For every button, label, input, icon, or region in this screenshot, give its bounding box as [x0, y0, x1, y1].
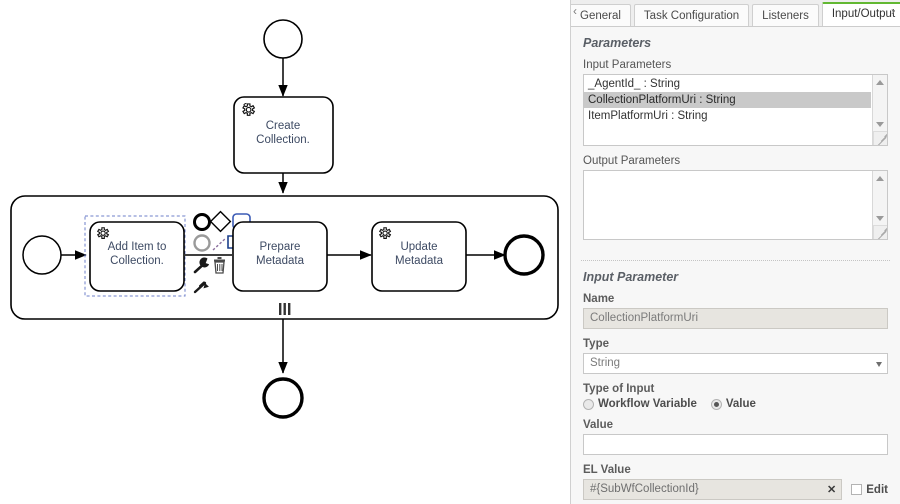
input-parameters-scrollbar[interactable] — [872, 75, 887, 145]
output-parameters-list — [584, 171, 871, 239]
edit-checkbox[interactable] — [851, 484, 863, 495]
task-label: Metadata — [256, 255, 305, 267]
parameters-section: Parameters Input Parameters _AgentId_ : … — [571, 27, 900, 253]
tab-task-configuration[interactable]: Task Configuration — [633, 4, 750, 26]
task-prepare-metadata[interactable]: Prepare Metadata — [232, 221, 328, 292]
task-label: Metadata — [395, 255, 444, 267]
value-label: Value — [583, 419, 614, 431]
radio-button-icon[interactable] — [583, 398, 594, 410]
start-event[interactable] — [263, 19, 303, 59]
resize-grip-icon[interactable] — [873, 131, 887, 145]
name-field[interactable] — [583, 308, 888, 329]
el-value-field[interactable]: #{SubWfCollectionId} ✕ — [583, 479, 843, 500]
append-gateway-icon[interactable] — [209, 210, 232, 233]
tab-scroll-right-icon[interactable]: › — [891, 4, 895, 18]
output-parameters-label: Output Parameters — [583, 155, 681, 167]
gear-icon — [242, 102, 256, 116]
task-create-collection[interactable]: Create Collection. — [233, 96, 334, 174]
task-label: Update — [400, 241, 437, 253]
type-select[interactable]: String — [583, 353, 888, 374]
bpmn-canvas[interactable]: Create Collection. — [0, 0, 570, 504]
input-parameters-list: _AgentId_ : String CollectionPlatformUri… — [584, 75, 871, 145]
tab-general[interactable]: General — [571, 4, 631, 26]
task-label: Collection. — [110, 255, 164, 267]
type-label: Type — [583, 338, 609, 350]
tab-scroll-left-icon[interactable]: ‹ — [573, 4, 577, 18]
scroll-down-icon[interactable] — [876, 216, 884, 221]
radio-label: Workflow Variable — [598, 398, 697, 410]
gear-icon — [96, 227, 110, 239]
radio-workflow-variable[interactable]: Workflow Variable — [583, 398, 697, 410]
el-value-label: EL Value — [583, 464, 631, 476]
type-of-input-radio-group: Workflow Variable Value — [583, 398, 888, 410]
el-value-text: #{SubWfCollectionId} — [590, 483, 699, 495]
properties-panel: ‹ General Task Configuration Listeners I… — [570, 0, 900, 504]
task-label: Add Item to — [108, 241, 167, 253]
task-add-item-to-collection[interactable]: Add Item to Collection. — [89, 221, 185, 292]
trash-icon[interactable] — [214, 257, 225, 274]
append-text-annotation-icon[interactable] — [193, 281, 209, 294]
radio-value[interactable]: Value — [710, 398, 756, 410]
type-select-value: String — [590, 357, 621, 369]
input-parameters-listbox[interactable]: _AgentId_ : String CollectionPlatformUri… — [583, 74, 888, 146]
input-parameter-title: Input Parameter — [583, 270, 679, 284]
name-label: Name — [583, 293, 615, 305]
task-update-metadata[interactable]: Update Metadata — [371, 221, 467, 292]
chevron-down-icon — [876, 362, 882, 367]
input-parameter-section: Input Parameter Name Type String Type of… — [571, 261, 900, 504]
value-field[interactable] — [583, 434, 888, 455]
section-divider — [581, 260, 890, 261]
task-label: Create — [266, 120, 301, 132]
clear-icon[interactable]: ✕ — [827, 484, 837, 496]
parameters-title: Parameters — [583, 36, 652, 50]
input-parameters-label: Input Parameters — [583, 59, 672, 71]
properties-tab-strip: ‹ General Task Configuration Listeners I… — [571, 0, 900, 27]
list-item[interactable]: CollectionPlatformUri : String — [584, 92, 871, 108]
list-item[interactable]: _AgentId_ : String — [588, 78, 681, 90]
scroll-down-icon[interactable] — [876, 122, 884, 127]
end-event[interactable] — [262, 377, 304, 419]
output-parameters-listbox[interactable] — [583, 170, 888, 240]
output-parameters-scrollbar[interactable] — [872, 171, 887, 239]
append-intermediate-event-icon[interactable] — [193, 234, 211, 252]
parallel-multi-instance-marker — [279, 303, 291, 315]
connect-icon[interactable] — [212, 235, 233, 251]
task-label: Prepare — [260, 241, 301, 253]
el-value-row: #{SubWfCollectionId} ✕ Edit — [583, 479, 888, 500]
tab-input-output[interactable]: Input/Output — [821, 2, 900, 26]
scroll-up-icon[interactable] — [876, 176, 884, 181]
append-end-event-icon[interactable] — [193, 213, 211, 231]
context-palette[interactable] — [193, 210, 251, 294]
subprocess-end-event[interactable] — [503, 234, 545, 276]
edit-label: Edit — [866, 483, 888, 496]
list-item[interactable]: ItemPlatformUri : String — [588, 110, 708, 122]
task-label: Collection. — [256, 134, 310, 146]
resize-grip-icon[interactable] — [873, 225, 887, 239]
radio-button-icon[interactable] — [710, 398, 722, 410]
subprocess-start-event[interactable] — [22, 235, 62, 275]
wrench-icon[interactable] — [193, 257, 210, 274]
radio-label: Value — [725, 398, 756, 410]
gear-icon — [378, 227, 392, 239]
tab-listeners[interactable]: Listeners — [752, 4, 819, 26]
scroll-up-icon[interactable] — [876, 80, 884, 85]
selection-outline — [84, 215, 186, 297]
type-of-input-label: Type of Input — [583, 383, 655, 395]
